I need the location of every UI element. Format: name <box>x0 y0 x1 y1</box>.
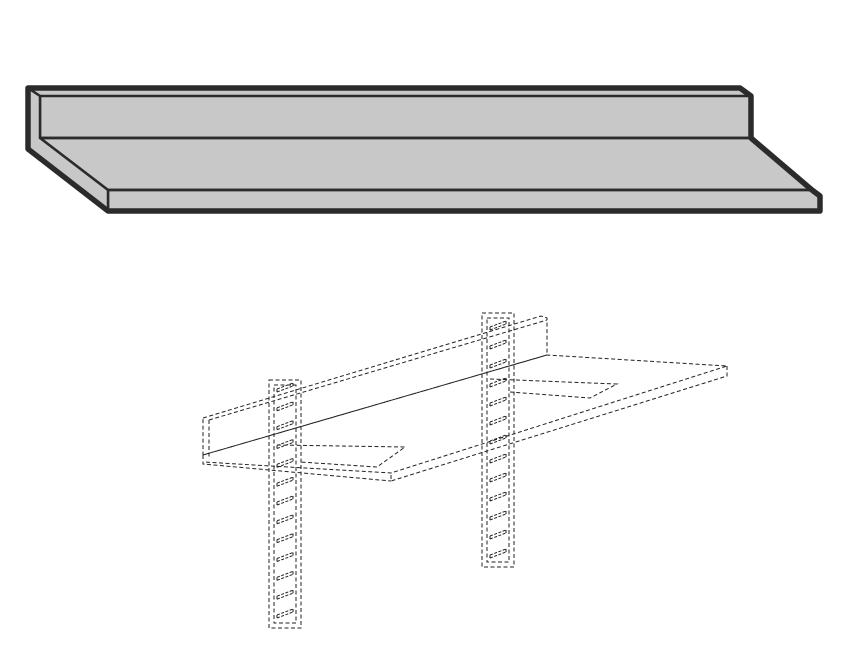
upright-right-inner <box>486 317 510 563</box>
dashed-left-end <box>202 455 392 482</box>
upright-slot <box>489 415 507 426</box>
upright-right <box>481 312 515 568</box>
upright-slot <box>276 401 294 412</box>
upright-slot <box>276 439 294 449</box>
upright-slot <box>276 533 294 544</box>
upright-slot <box>489 472 507 483</box>
upright-slot <box>489 358 507 369</box>
dashed-top-surface <box>202 354 728 474</box>
bracket-assembly <box>202 312 728 629</box>
upright-slot <box>489 453 507 464</box>
upright-slot <box>276 495 294 506</box>
upright-slot <box>276 382 294 393</box>
upright-slot <box>276 608 294 619</box>
dashed-backsplash-inner <box>208 319 548 421</box>
wall-shelf <box>25 85 823 214</box>
upright-slot <box>489 510 507 521</box>
upright-slot <box>489 396 507 407</box>
shelf-front-edge <box>106 188 822 213</box>
upright-slot <box>489 491 507 502</box>
upright-slot <box>276 476 294 487</box>
shelf-top-surface <box>38 136 814 192</box>
upright-slot <box>276 552 294 562</box>
upright-left-outer <box>268 379 302 629</box>
upright-left-slots <box>276 382 294 619</box>
upright-slot <box>489 548 507 559</box>
dashed-backsplash <box>202 315 548 456</box>
upright-slot <box>276 570 294 581</box>
upright-slot <box>276 514 294 525</box>
upright-left <box>268 379 302 629</box>
dashed-front-edge <box>390 366 728 482</box>
upright-right-slots <box>489 320 507 559</box>
upright-slot <box>489 529 507 540</box>
upright-right-outer <box>481 312 515 568</box>
dashed-bracket-arm-left <box>276 444 407 468</box>
upright-slot <box>489 434 507 445</box>
upright-slot <box>276 457 294 468</box>
upright-slot <box>276 589 294 600</box>
shelf-outline <box>25 85 823 214</box>
upright-slot <box>489 339 507 350</box>
dashed-shelf <box>202 315 728 482</box>
dashed-bracket-arm-right <box>489 378 619 399</box>
upright-slot <box>276 420 294 431</box>
